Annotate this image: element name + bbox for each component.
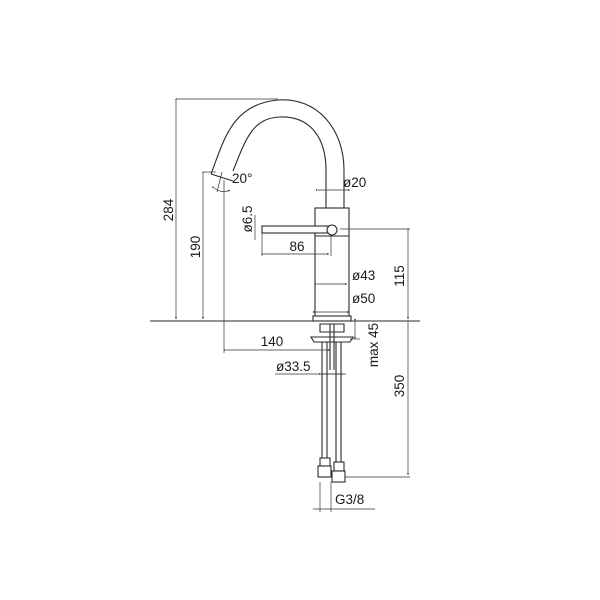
label-max-deck: max 45: [366, 323, 381, 367]
mount-nut: [310, 336, 354, 343]
label-body-height: 115: [392, 265, 407, 287]
label-lever-diameter: ø6.5: [240, 205, 255, 232]
label-spout-diameter: ø20: [343, 175, 366, 190]
label-lever-length: 86: [289, 239, 304, 254]
spout-outer: [210, 99, 345, 208]
lever-handle: [261, 225, 331, 234]
label-spout-angle: 20°: [232, 171, 252, 186]
label-spout-height: 190: [188, 236, 203, 259]
label-shank-diameter: ø33.5: [276, 359, 311, 374]
label-hose-length: 350: [392, 375, 407, 398]
faucet-base: [312, 315, 352, 322]
spout-tip: [210, 173, 234, 182]
label-total-height: 284: [161, 198, 176, 221]
label-spout-reach: 140: [261, 334, 284, 349]
dimension-labels: 284 190 20° ø20 ø6.5 86 115 ø43 ø50 140 …: [161, 171, 407, 507]
label-body-diameter: ø43: [352, 268, 375, 283]
label-connection: G3/8: [335, 492, 364, 507]
faucet-outline: [150, 99, 420, 483]
lever-pivot: [326, 224, 338, 236]
dimension-lines: [174, 98, 410, 512]
spout-inner: [232, 116, 327, 208]
hose-nut-right: [331, 470, 346, 483]
label-base-diameter: ø50: [352, 291, 375, 306]
hose-nut-left: [317, 465, 332, 478]
